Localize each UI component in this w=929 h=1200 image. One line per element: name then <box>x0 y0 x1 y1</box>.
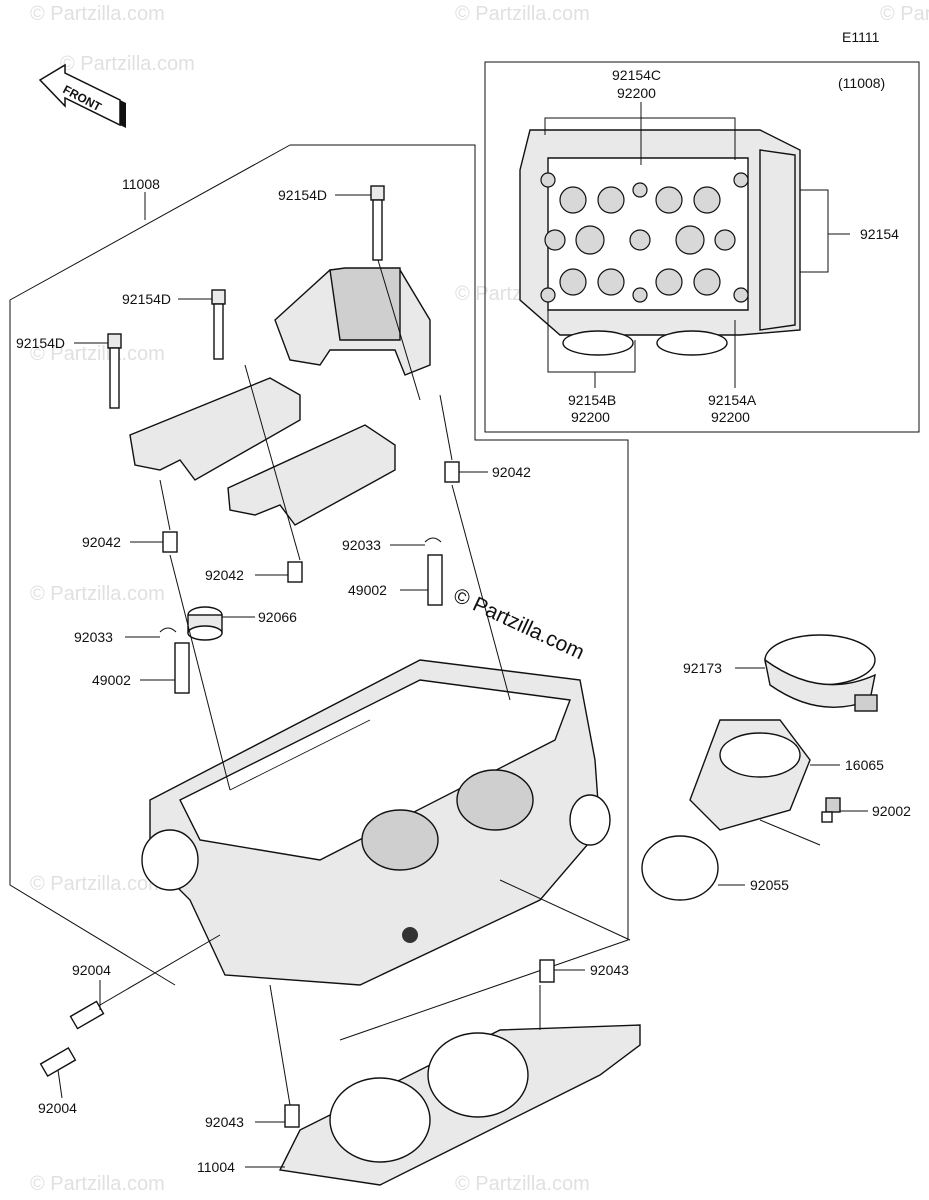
watermark: © Partzilla.com <box>60 53 195 75</box>
label-92002: 92002 <box>872 803 911 819</box>
label-92043: 92043 <box>590 962 629 978</box>
label-92154A: 92154A <box>708 392 757 408</box>
label-92154D: 92154D <box>122 291 171 307</box>
assembly-outline <box>9 144 291 986</box>
label-92042: 92042 <box>492 464 531 480</box>
watermark-layer: © Partzilla.com © Partzilla.com © Partzi… <box>30 3 929 1195</box>
cam-cap-left <box>129 377 301 481</box>
label-92042: 92042 <box>82 534 121 550</box>
label-92055: 92055 <box>750 877 789 893</box>
label-92066: 92066 <box>258 609 297 625</box>
watermark: © Partzilla.com <box>30 583 165 605</box>
label-49002: 49002 <box>348 582 387 598</box>
inset-label: (11008) <box>838 75 885 91</box>
label-16065: 16065 <box>845 757 884 773</box>
bolt-92154D <box>211 289 226 360</box>
clip-92033 <box>159 627 177 633</box>
holder-16065 <box>689 719 811 831</box>
label-92154: 92154 <box>860 226 899 242</box>
seal-92066 <box>187 606 223 641</box>
label-11008: 11008 <box>122 176 160 192</box>
label-92043: 92043 <box>205 1114 244 1130</box>
stud-92004 <box>39 1046 77 1078</box>
clamp-92173 <box>763 634 878 712</box>
watermark: © Partzilla.com <box>30 873 165 895</box>
label-92033: 92033 <box>74 629 113 645</box>
bolt-92154D <box>370 185 385 261</box>
cam-cap-rear <box>274 267 431 376</box>
dowel-92043 <box>284 1104 300 1128</box>
label-92004: 92004 <box>38 1100 77 1116</box>
dowel-92042 <box>162 531 178 553</box>
label-92154D: 92154D <box>16 335 65 351</box>
stud-92004 <box>69 934 221 1030</box>
cylinder-head-11008 <box>141 659 611 986</box>
label-92200-bottom-right: 92200 <box>711 409 750 425</box>
dowel-92042 <box>444 461 460 483</box>
label-92200-top: 92200 <box>617 85 656 101</box>
gasket-11004 <box>278 1024 641 1186</box>
valve-guide-49002 <box>174 642 190 694</box>
label-92173: 92173 <box>683 660 722 676</box>
watermark: © Partzilla.com <box>880 3 929 25</box>
watermark: © Partzilla.com <box>30 3 165 25</box>
inset-box <box>484 61 920 433</box>
bolt-92002 <box>821 797 841 823</box>
label-92154B: 92154B <box>568 392 616 408</box>
bolt-92154D <box>107 333 122 409</box>
label-92004: 92004 <box>72 962 111 978</box>
cylinder-head-top-view <box>519 129 801 356</box>
label-92154D: 92154D <box>278 187 327 203</box>
valve-guide-49002 <box>427 554 443 606</box>
diagram-code: E1111 <box>842 29 880 45</box>
label-92154C: 92154C <box>612 67 661 83</box>
label-92042: 92042 <box>205 567 244 583</box>
dowel-92043 <box>539 959 555 983</box>
watermark: © Partzilla.com <box>455 3 590 25</box>
label-92200-bottom-left: 92200 <box>571 409 610 425</box>
assembly-outline <box>290 144 629 1041</box>
clip-92033 <box>424 537 442 543</box>
label-92033: 92033 <box>342 537 381 553</box>
watermark: © Partzilla.com <box>30 343 165 365</box>
watermark: © Partzilla.com <box>30 1173 165 1195</box>
cam-cap-right <box>227 424 396 526</box>
watermark: © Partzilla.com <box>455 1173 590 1195</box>
label-49002: 49002 <box>92 672 131 688</box>
dowel-92042 <box>287 561 303 583</box>
label-11004: 11004 <box>197 1159 235 1175</box>
watermark-main: © Partzilla.com <box>450 584 588 665</box>
o-ring-92055 <box>641 835 719 901</box>
